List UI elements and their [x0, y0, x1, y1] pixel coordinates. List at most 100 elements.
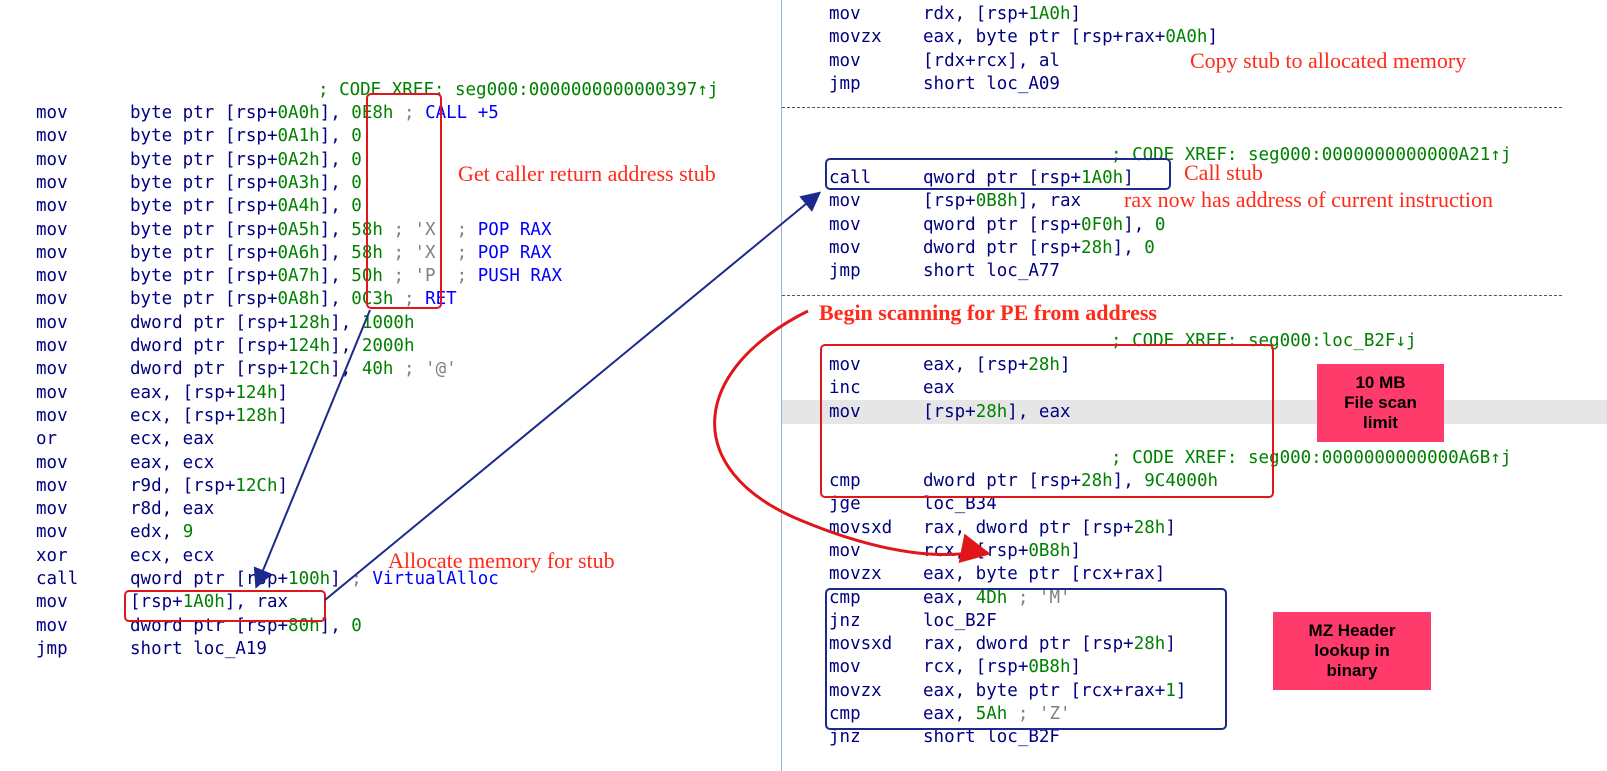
mnemonic: jmp [36, 638, 68, 659]
mnemonic: mov [36, 615, 68, 636]
operands: r9d, [rsp+12Ch] [130, 475, 289, 496]
operands: eax, byte ptr [rcx+rax+1] [923, 680, 1187, 701]
mnemonic: mov [36, 242, 68, 263]
rax-annotation: rax now has address of current instructi… [1124, 187, 1494, 212]
mnemonic: mov [829, 4, 861, 24]
operands: eax, [rsp+124h] [130, 382, 289, 403]
mnemonic: mov [36, 266, 68, 287]
operands: short loc_B2F [923, 727, 1060, 748]
operands: dword ptr [rsp+12Ch], 40h ; '@' [130, 359, 457, 380]
operands: rcx, [rsp+0B8h] [923, 540, 1082, 561]
mnemonic: cmp [829, 704, 861, 724]
mnemonic: or [36, 429, 58, 450]
right-disassembly-pane: mov rdx, [rsp+1A0h] movzx eax, byte ptr [rs… [781, 0, 1607, 771]
operands: byte ptr [rsp+0A2h], 0 [130, 149, 362, 170]
copy-annotation: Copy stub to allocated memory [1190, 48, 1467, 73]
mnemonic: mov [36, 592, 68, 613]
mnemonic: movzx [829, 564, 882, 585]
mnemonic: mov [829, 237, 861, 258]
operands: byte ptr [rsp+0A0h], 0E8h ; CALL +5 [130, 103, 499, 123]
operands: dword ptr [rsp+128h], 1000h [130, 312, 415, 333]
mz-header-badge: MZ Header lookup in binary [1273, 612, 1431, 690]
mnemonic: mov [36, 103, 68, 123]
mnemonic: jmp [829, 73, 861, 94]
mnemonic: jmp [829, 261, 861, 282]
mnemonic: mov [829, 214, 861, 235]
mnemonic: mov [36, 336, 68, 356]
operands: eax, byte ptr [rsp+rax+0A0h] [923, 27, 1219, 48]
mnemonic: movsxd [829, 634, 893, 655]
alloc-result-box [124, 590, 326, 622]
operands: r8d, eax [130, 499, 215, 520]
mnemonic: mov [829, 540, 861, 561]
mz-check-box [825, 588, 1227, 730]
operands: edx, 9 [130, 522, 194, 543]
mnemonic: mov [36, 172, 68, 193]
operands: [rsp+0B8h], rax [923, 191, 1082, 212]
alloc-annotation: Allocate memory for stub [388, 548, 615, 573]
operands: dword ptr [rsp+124h], 2000h [130, 336, 415, 356]
operands: byte ptr [rsp+0A1h], 0 [130, 126, 362, 147]
code-xref: ; CODE XREF: seg000:loc_B2F↓j [1111, 331, 1417, 351]
mnemonic: mov [36, 126, 68, 147]
code-xref: ; CODE XREF: seg000:0000000000000A6B↑j [1111, 448, 1512, 468]
operands: eax, ecx [130, 452, 215, 473]
mnemonic: mov [829, 191, 861, 212]
operands: dword ptr [rsp+28h], 9C4000h [923, 471, 1219, 491]
block-separator [782, 295, 1562, 296]
mnemonic: jnz [829, 727, 861, 748]
operands: rax, dword ptr [rsp+28h] [923, 517, 1176, 538]
call-stub-annotation: Call stub [1184, 160, 1263, 185]
mnemonic: call [36, 569, 79, 589]
mnemonic: mov [829, 657, 861, 678]
file-scan-limit-badge: 10 MB File scan limit [1317, 364, 1444, 442]
scan-annotation: Begin scanning for PE from address [819, 300, 1157, 325]
operands: rdx, [rsp+1A0h] [923, 4, 1082, 24]
operands: short loc_A09 [923, 73, 1060, 94]
operands: byte ptr [rsp+0A4h], 0 [130, 196, 362, 217]
mnemonic: mov [36, 196, 68, 217]
operands: byte ptr [rsp+0A6h], 58h ; 'X' ; POP RAX [130, 242, 552, 263]
operands: ecx, ecx [130, 545, 215, 566]
mnemonic: mov [36, 289, 68, 310]
operands: qword ptr [rsp+0F0h], 0 [923, 214, 1166, 235]
scan-limit-box [820, 344, 1274, 498]
mnemonic: mov [36, 499, 68, 520]
mnemonic: movsxd [829, 517, 893, 538]
operands: dword ptr [rsp+28h], 0 [923, 237, 1155, 258]
operands: ecx, [rsp+128h] [130, 405, 289, 426]
operands: ecx, eax [130, 429, 215, 450]
operands: byte ptr [rsp+0A3h], 0 [130, 172, 362, 193]
mnemonic: mov [36, 382, 68, 403]
operands: short loc_A77 [923, 261, 1060, 282]
mnemonic: cmp [829, 587, 861, 608]
mnemonic: mov [36, 149, 68, 170]
code-xref: ; CODE XREF: seg000:0000000000000A21↑j [1111, 145, 1512, 165]
operands: [rdx+rcx], al [923, 50, 1060, 71]
stub-bytes-box [366, 93, 442, 309]
code-xref: ; CODE XREF: seg000:0000000000000397↑j [318, 80, 719, 100]
operands: byte ptr [rsp+0A7h], 50h ; 'P' ; PUSH RA… [130, 266, 563, 287]
mnemonic: mov [36, 522, 68, 543]
mnemonic: jnz [829, 610, 861, 631]
operands: short loc_A19 [130, 638, 267, 659]
operands: rcx, [rsp+0B8h] [923, 657, 1082, 678]
operands: [rsp+1A0h], rax [130, 592, 289, 613]
mnemonic: mov [829, 50, 861, 71]
operands: rax, dword ptr [rsp+28h] [923, 634, 1176, 655]
mnemonic: mov [36, 475, 68, 496]
mnemonic: mov [36, 219, 68, 240]
operands: loc_B2F [923, 610, 997, 631]
operands: eax, 5Ah ; 'Z' [923, 704, 1071, 724]
left-disassembly-pane: ; CODE XREF: seg000:0000000000000397↑j mo… [0, 0, 780, 771]
operands: qword ptr [rsp+1A0h] [923, 168, 1134, 188]
stub-annotation: Get caller return address stub [458, 161, 716, 186]
block-separator [782, 107, 1562, 108]
call-stub-box [825, 158, 1171, 190]
mnemonic: xor [36, 545, 68, 566]
mnemonic: mov [36, 452, 68, 473]
mnemonic: mov [36, 312, 68, 333]
mnemonic: call [829, 168, 872, 188]
operands: eax, byte ptr [rcx+rax] [923, 564, 1166, 585]
mnemonic: mov [36, 405, 68, 426]
